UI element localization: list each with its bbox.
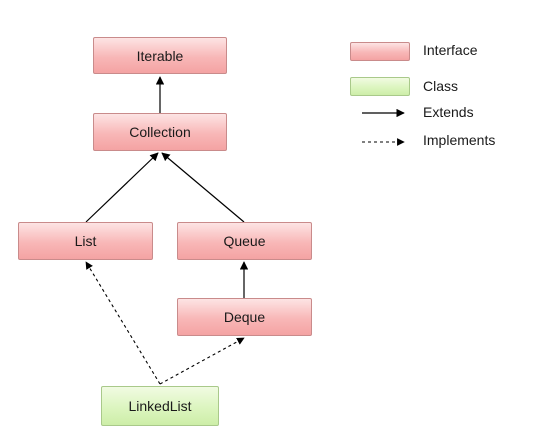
edge-linkedlist-list: [85, 261, 161, 385]
edge-list-collection: [85, 152, 159, 223]
legend-class-label: Class: [423, 78, 459, 94]
node-list: List: [18, 222, 153, 260]
edge-linkedlist-deque: [159, 337, 245, 385]
node-iterable-label: Iterable: [136, 47, 184, 64]
node-list-label: List: [74, 233, 97, 249]
node-collection: Collection: [93, 113, 227, 151]
node-deque-label: Deque: [223, 309, 266, 325]
node-queue: Queue: [177, 222, 312, 260]
legend-implements-label: Implements: [423, 132, 496, 148]
legend-interface-swatch: [350, 42, 410, 61]
node-collection-label: Collection: [129, 124, 191, 140]
node-linkedlist: LinkedList: [101, 386, 219, 426]
node-iterable: Iterable: [93, 37, 227, 74]
edge-queue-collection: [161, 152, 245, 223]
legend-extends-label: Extends: [423, 104, 474, 120]
node-deque: Deque: [177, 298, 312, 336]
node-linkedlist-label: LinkedList: [128, 398, 192, 414]
legend-class-swatch: [350, 77, 410, 96]
legend-interface-label: Interface: [423, 42, 478, 58]
node-queue-label: Queue: [223, 233, 266, 249]
